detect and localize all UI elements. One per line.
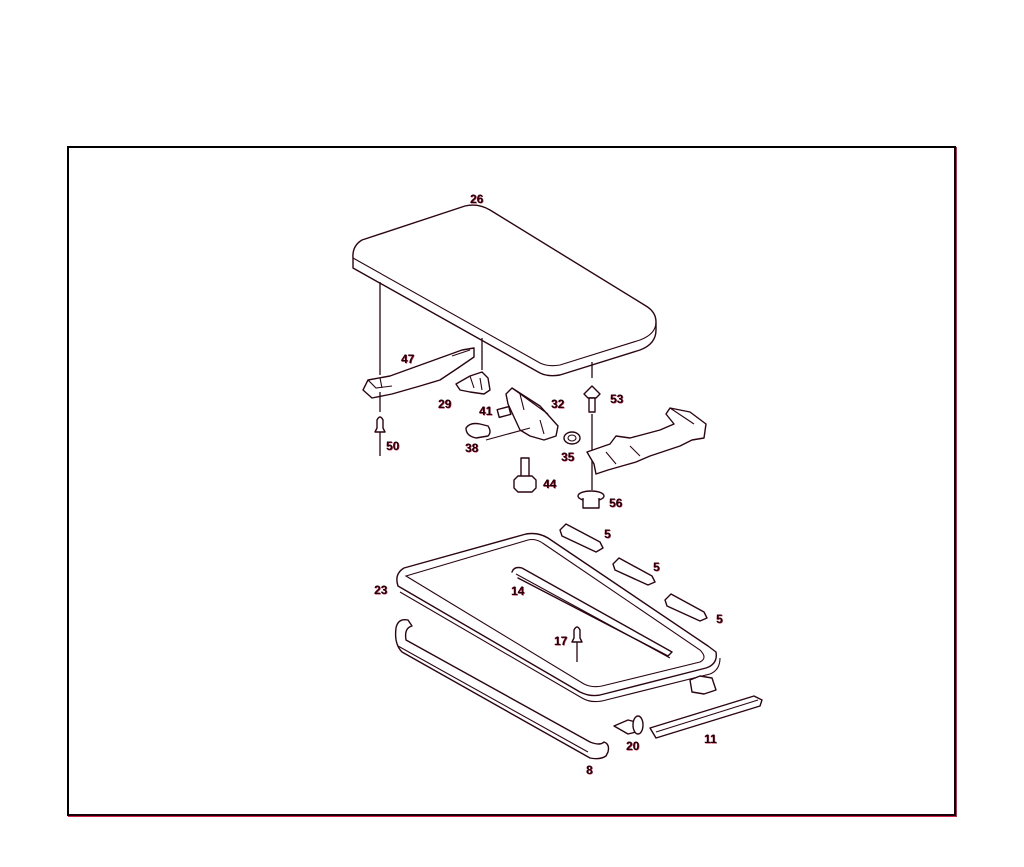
- callout-41[interactable]: 41: [479, 404, 493, 418]
- callout-8[interactable]: 8: [586, 763, 593, 777]
- callout-56[interactable]: 56: [609, 496, 623, 510]
- part-corner-bracket: [689, 675, 717, 695]
- callout-5a[interactable]: 5: [604, 527, 611, 541]
- callout-5c[interactable]: 5: [716, 612, 723, 626]
- part-14-deflector-rail[interactable]: [511, 566, 673, 659]
- callout-26[interactable]: 26: [470, 192, 484, 206]
- part-hinge-mechanism[interactable]: [586, 407, 707, 475]
- part-53-screw[interactable]: [583, 385, 601, 490]
- part-5-seal-a[interactable]: [559, 523, 604, 553]
- part-23-frame-seal[interactable]: [396, 532, 721, 703]
- part-41-pad[interactable]: [496, 405, 512, 419]
- callout-47[interactable]: 47: [401, 352, 415, 366]
- callout-38[interactable]: 38: [465, 441, 479, 455]
- part-11-guide-rail[interactable]: [649, 695, 763, 739]
- callout-44[interactable]: 44: [543, 477, 557, 491]
- callout-35[interactable]: 35: [561, 450, 575, 464]
- callout-5b[interactable]: 5: [653, 560, 660, 574]
- callout-29[interactable]: 29: [438, 397, 452, 411]
- callout-11[interactable]: 11: [704, 732, 717, 746]
- callout-17[interactable]: 17: [554, 634, 568, 648]
- part-47-bracket[interactable]: [362, 347, 475, 412]
- part-8-trim-frame[interactable]: [394, 618, 610, 760]
- part-35-washer[interactable]: [563, 431, 581, 445]
- part-20-screw[interactable]: [613, 715, 644, 735]
- callout-23[interactable]: 23: [374, 583, 388, 597]
- part-32-lifter[interactable]: [485, 387, 559, 441]
- callout-32[interactable]: 32: [551, 397, 565, 411]
- callout-14[interactable]: 14: [511, 584, 525, 598]
- part-17-clip[interactable]: [571, 626, 583, 662]
- part-44-bolt[interactable]: [513, 457, 537, 493]
- callout-50[interactable]: 50: [386, 439, 400, 453]
- part-29-slide-shoe[interactable]: [455, 371, 491, 395]
- part-5-seal-c[interactable]: [664, 593, 708, 622]
- callout-53[interactable]: 53: [610, 392, 624, 406]
- part-26-glass-panel[interactable]: [352, 204, 657, 378]
- part-5-seal-b[interactable]: [612, 557, 656, 586]
- part-56-nut[interactable]: [577, 490, 605, 509]
- part-50-clip[interactable]: [374, 416, 386, 456]
- diagram-frame: [67, 146, 956, 816]
- callout-20[interactable]: 20: [626, 739, 640, 753]
- part-38-block[interactable]: [465, 422, 491, 439]
